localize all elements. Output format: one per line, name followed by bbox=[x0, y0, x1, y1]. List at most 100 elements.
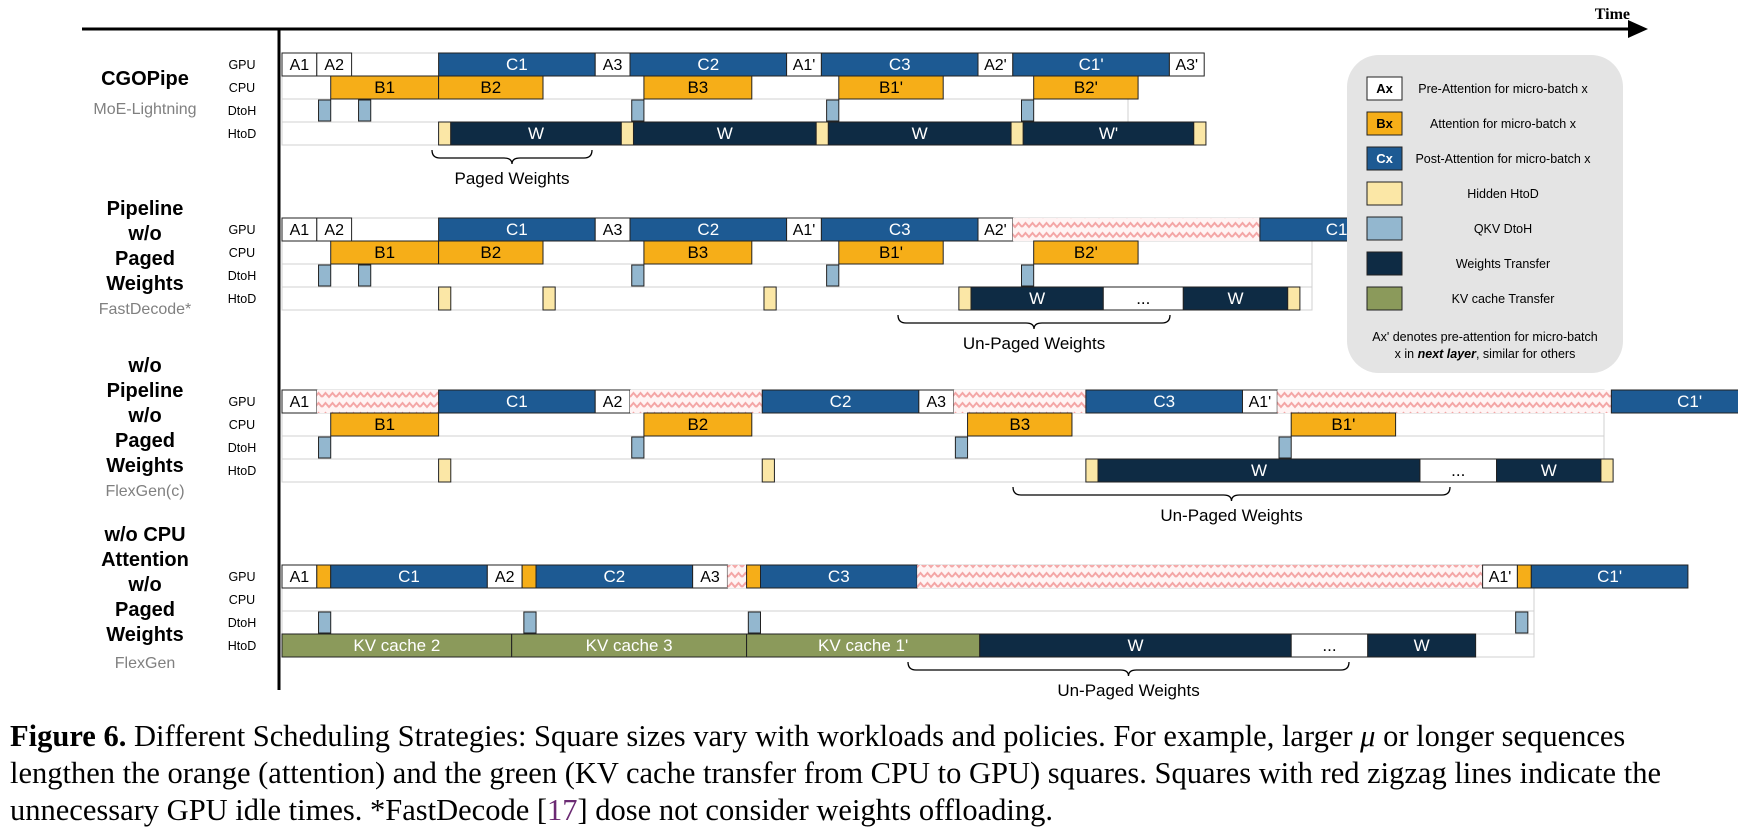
block-label: KV cache 1' bbox=[818, 636, 908, 655]
block-qkv bbox=[826, 264, 840, 287]
block-hidden bbox=[958, 286, 972, 311]
block-label: B3 bbox=[1009, 415, 1030, 434]
legend-item: Ax Pre-Attention for micro-batch x bbox=[1366, 76, 1588, 101]
row-label-cpu: CPU bbox=[229, 81, 255, 95]
block-label: C2 bbox=[697, 55, 719, 74]
block-label: B1' bbox=[879, 243, 903, 262]
block-label: A1' bbox=[1249, 394, 1272, 411]
block-idle bbox=[953, 390, 1086, 413]
strategy-title-line: CGOPipe bbox=[101, 68, 189, 90]
legend-note-suffix: , similar for others bbox=[1476, 347, 1575, 361]
block-label: W bbox=[912, 124, 928, 143]
block-label: KV cache 2 bbox=[353, 636, 440, 655]
strategy-title-line: Attention bbox=[101, 549, 189, 571]
time-axis: Time bbox=[82, 6, 1648, 690]
block-qkv bbox=[318, 611, 332, 634]
row-label-cpu: CPU bbox=[229, 246, 255, 260]
caption-mu: μ bbox=[1360, 719, 1376, 753]
block-label: A1 bbox=[290, 222, 310, 239]
strategy-title-line: Paged bbox=[115, 248, 175, 270]
block-label: C3 bbox=[889, 55, 911, 74]
legend-swatch-qkv bbox=[1366, 216, 1403, 241]
block-hidden bbox=[1193, 121, 1207, 146]
block-attn bbox=[1033, 240, 1139, 265]
brace-label: Un-Paged Weights bbox=[1057, 681, 1199, 700]
block-label: A3 bbox=[603, 57, 623, 74]
block-label: A1 bbox=[290, 569, 310, 586]
block-qkv bbox=[631, 436, 645, 459]
block-qkv bbox=[1278, 436, 1292, 459]
strategy-title-line: Weights bbox=[106, 455, 183, 477]
row-label-htod: HtoD bbox=[228, 292, 256, 306]
caption-text-part3: ] dose not consider weights offloading. bbox=[577, 793, 1054, 827]
brace-label: Un-Paged Weights bbox=[963, 334, 1105, 353]
legend-item-text: Pre-Attention for micro-batch x bbox=[1418, 82, 1588, 96]
strategy-subtitle: FlexGen(c) bbox=[105, 483, 184, 500]
row-label-gpu: GPU bbox=[228, 395, 255, 409]
block-label: KV cache 3 bbox=[586, 636, 673, 655]
block-hidden bbox=[815, 121, 829, 146]
block-label: B3 bbox=[687, 78, 708, 97]
block-idle bbox=[917, 565, 1483, 588]
strategy-title-line: w/o bbox=[127, 355, 161, 377]
block-qkv bbox=[318, 99, 332, 122]
legend-swatch-attn bbox=[1366, 111, 1403, 136]
block-label: A2 bbox=[324, 57, 344, 74]
row-label-gpu: GPU bbox=[228, 223, 255, 237]
row-label-dtoh: DtoH bbox=[228, 441, 256, 455]
block-label: C1' bbox=[1079, 55, 1104, 74]
legend-swatch-pre bbox=[1366, 76, 1403, 101]
block-idle bbox=[1012, 218, 1260, 241]
timeline-row-htod bbox=[281, 286, 1313, 311]
block-qkv bbox=[631, 264, 645, 287]
row-label-dtoh: DtoH bbox=[228, 616, 256, 630]
block-label: B1' bbox=[879, 78, 903, 97]
block-label: A1 bbox=[290, 394, 310, 411]
block-hidden bbox=[542, 286, 556, 311]
block-hidden bbox=[620, 121, 634, 146]
block-label: W' bbox=[1099, 124, 1118, 143]
strategy-label-cgopipe: CGOPipe MoE-Lightning bbox=[93, 68, 196, 118]
strategy-title-line: w/o bbox=[127, 223, 161, 245]
block-label: B2 bbox=[687, 415, 708, 434]
block-qkv bbox=[1515, 611, 1529, 634]
block-attn bbox=[838, 75, 944, 100]
block-hidden bbox=[438, 458, 452, 483]
block-label: C1' bbox=[1597, 567, 1622, 586]
strategy-label-no-cpu-attention: w/o CPU Attention w/o Paged Weights Flex… bbox=[101, 524, 189, 672]
block-attn bbox=[438, 75, 544, 100]
strategy-label-pipeline-no-paged: Pipeline w/o Paged Weights FastDecode* bbox=[99, 198, 192, 318]
strategy-title-line: Weights bbox=[106, 624, 183, 646]
legend-item: Weights Transfer bbox=[1366, 251, 1550, 276]
legend-swatch-label: Ax bbox=[1376, 81, 1393, 96]
block-attn bbox=[838, 240, 944, 265]
legend-swatch-hidden bbox=[1366, 181, 1403, 206]
block-label: W bbox=[1541, 461, 1557, 480]
block-label: B1 bbox=[374, 415, 395, 434]
block-label: B2' bbox=[1074, 243, 1098, 262]
block-label: A1' bbox=[793, 222, 816, 239]
block-pre bbox=[1168, 52, 1205, 77]
block-label: C1 bbox=[506, 55, 528, 74]
block-label: W bbox=[717, 124, 733, 143]
block-idle bbox=[316, 390, 439, 413]
strategy-subtitle: MoE-Lightning bbox=[93, 101, 196, 118]
legend-item-text: Hidden HtoD bbox=[1467, 187, 1539, 201]
block-label: A1' bbox=[1489, 569, 1512, 586]
legend-item-text: Post-Attention for micro-batch x bbox=[1415, 152, 1591, 166]
block-qkv bbox=[318, 436, 332, 459]
legend-swatch-label: Cx bbox=[1376, 151, 1393, 166]
block-label: B2' bbox=[1074, 78, 1098, 97]
block-label: A3 bbox=[603, 222, 623, 239]
block-label: C1 bbox=[506, 220, 528, 239]
block-label: C2 bbox=[830, 392, 852, 411]
block-hidden bbox=[1600, 458, 1614, 483]
legend-item: Cx Post-Attention for micro-batch x bbox=[1366, 146, 1591, 171]
row-label-htod: HtoD bbox=[228, 464, 256, 478]
caption-label: Figure 6. bbox=[10, 719, 127, 753]
caption-reference-link[interactable]: 17 bbox=[547, 793, 578, 827]
legend-note-line2: x in next layer, similar for others bbox=[1395, 347, 1576, 361]
